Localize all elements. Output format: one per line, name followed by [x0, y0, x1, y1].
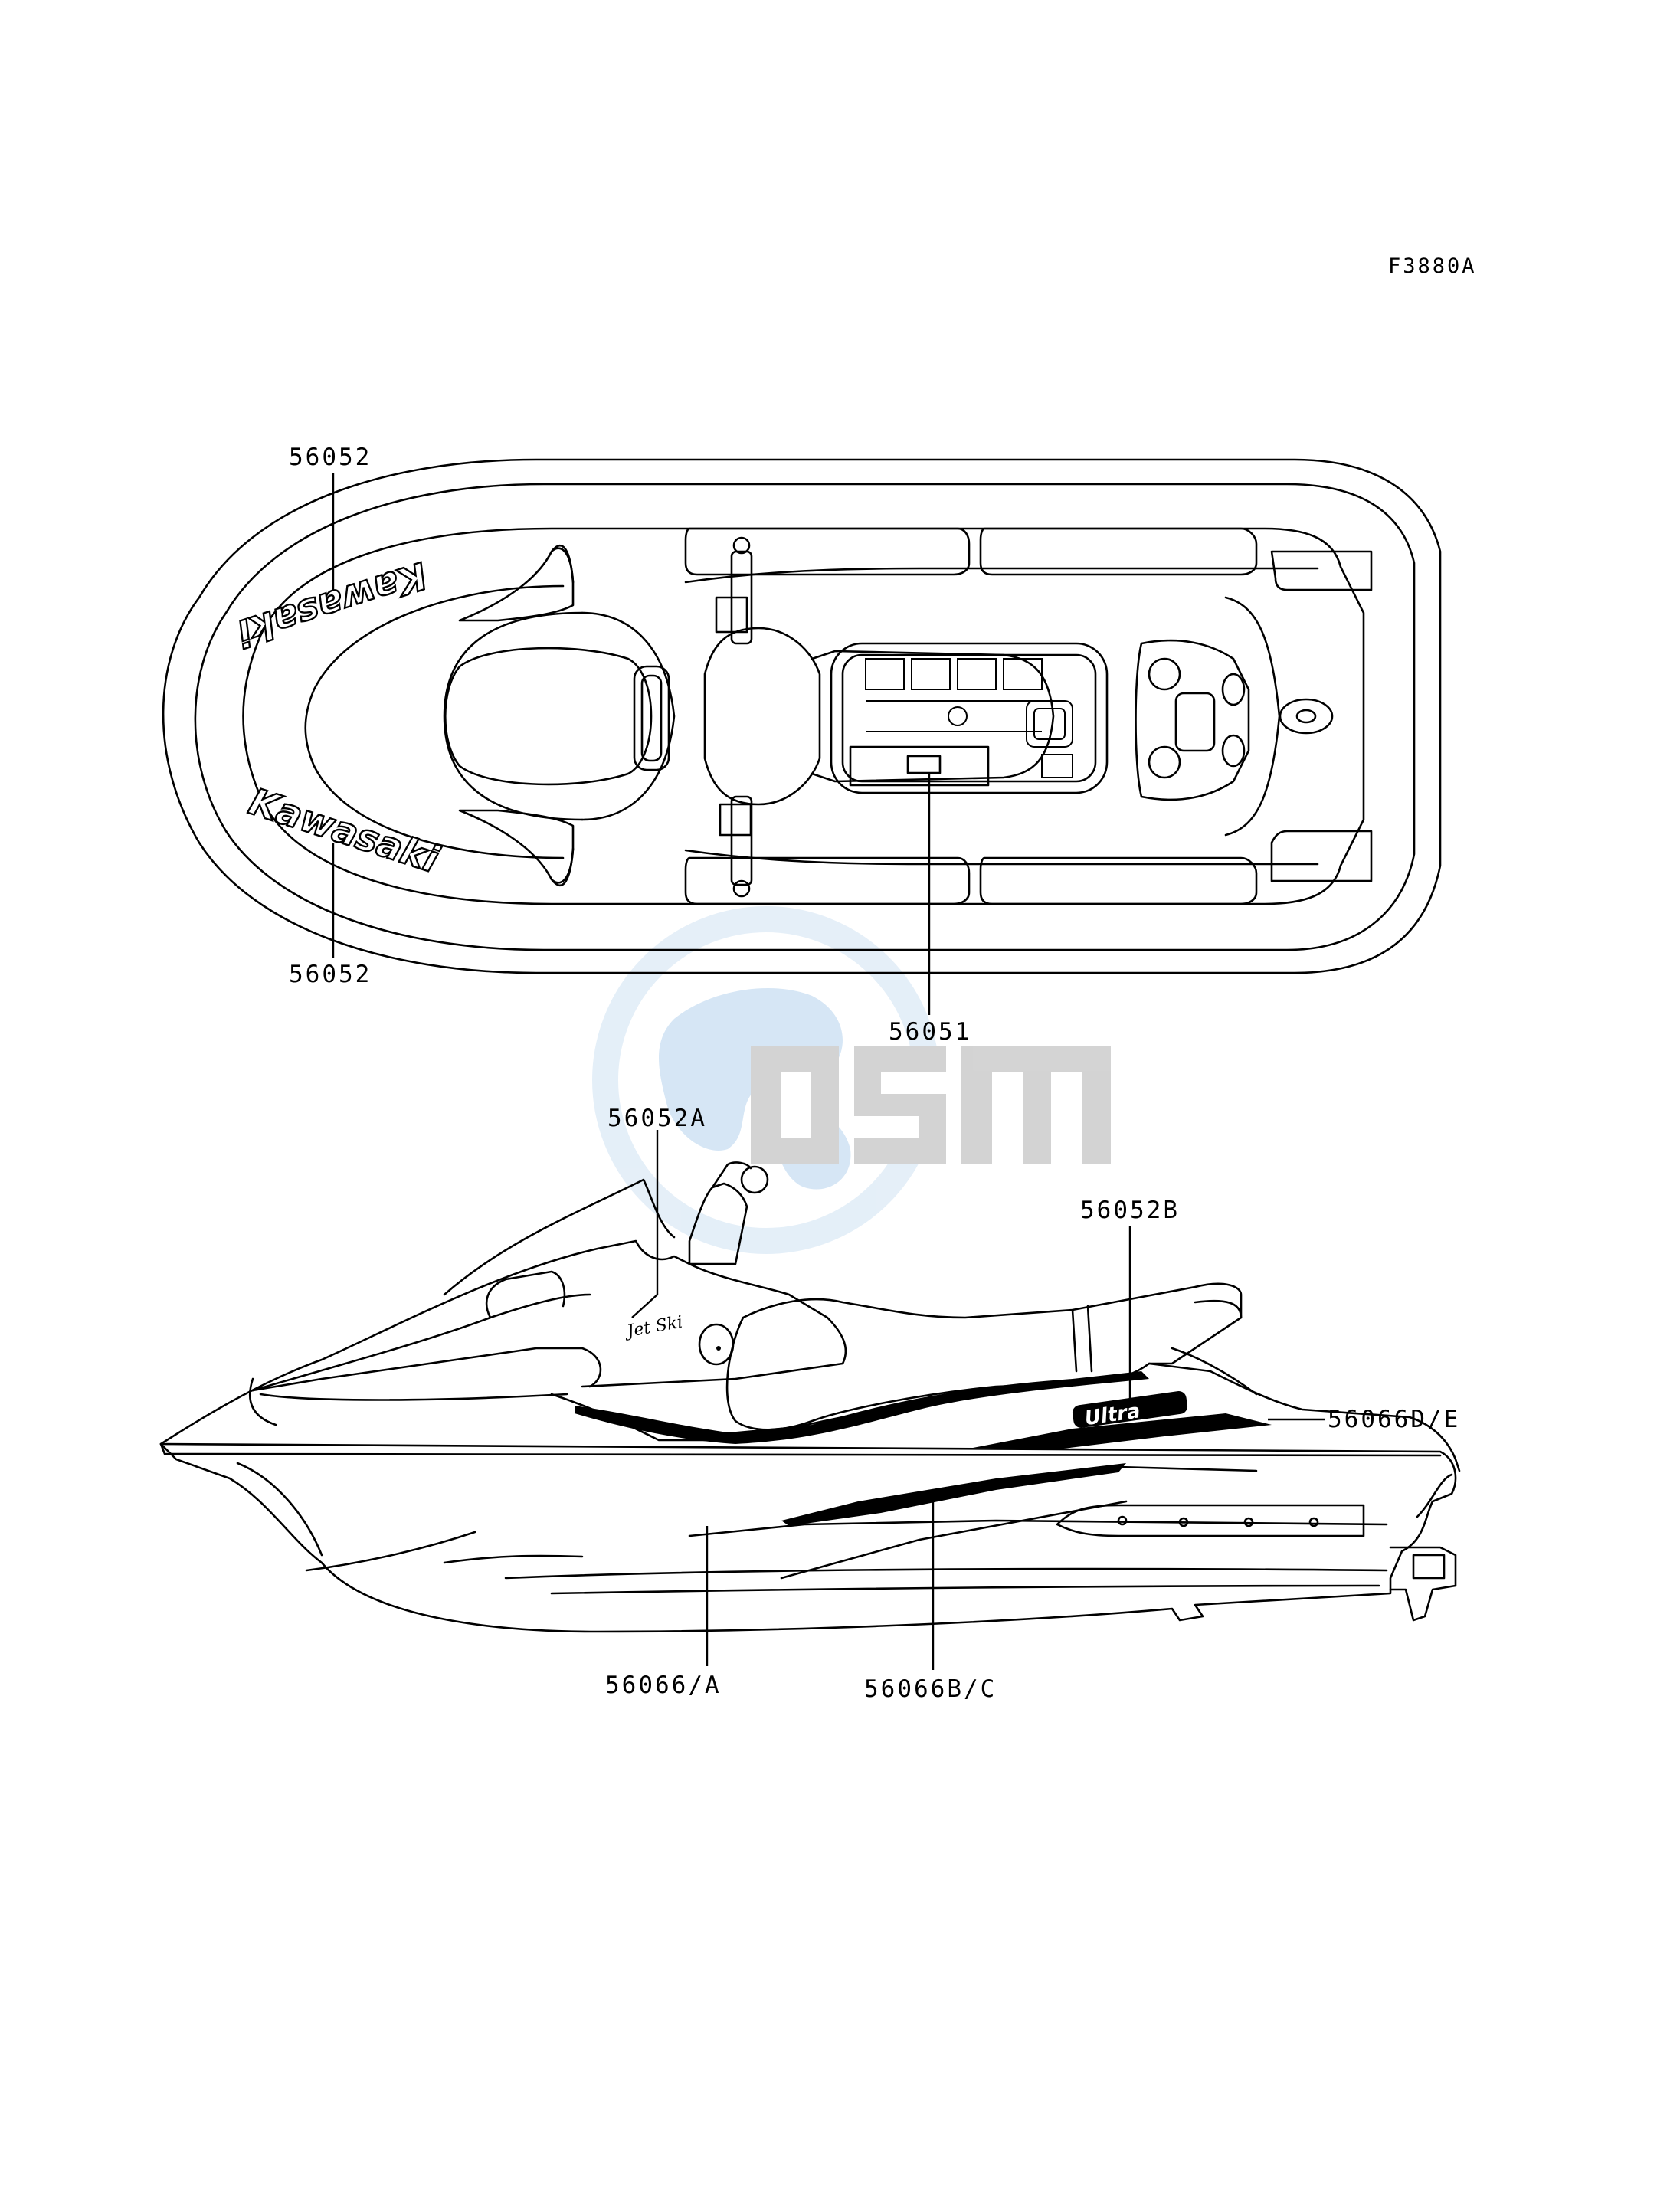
side-rear-deck — [1148, 1362, 1461, 1472]
top-rear-deck — [1135, 639, 1250, 801]
top-handle-grip-lower — [730, 795, 753, 886]
watermark-letter-s — [854, 1046, 946, 1164]
decal-hull-56066BC — [781, 1463, 1126, 1526]
figure-code: F3880A — [1388, 254, 1477, 278]
side-view-jetski: Jet Ski Ultra — [159, 1130, 1461, 1670]
top-hull-outer — [162, 458, 1442, 974]
side-handle-grip — [740, 1165, 769, 1194]
callout-56066BC: 56066B/C — [864, 1675, 997, 1703]
top-rear-hatch — [1279, 698, 1334, 735]
top-fin-upper — [458, 544, 575, 622]
top-engine-bay — [830, 642, 1109, 794]
watermark-letter-m — [961, 1046, 1111, 1164]
top-mat-lower-left — [684, 856, 971, 905]
side-fuel-cap — [698, 1323, 735, 1366]
callout-56052A: 56052A — [607, 1105, 707, 1132]
callout-56066A: 56066/A — [605, 1671, 722, 1699]
callout-56052-lower: 56052 — [289, 961, 372, 988]
callout-56052B: 56052B — [1080, 1197, 1180, 1224]
top-seat — [444, 647, 653, 786]
top-engine-label-plate — [849, 745, 990, 787]
side-rub-rail — [1056, 1504, 1365, 1537]
top-hull-inner — [194, 483, 1416, 951]
side-jet-nozzle — [1389, 1546, 1457, 1622]
decal-side-56066 — [575, 1371, 1149, 1444]
top-throttle-box — [715, 596, 748, 634]
decal-brand-lower: Kawasaki — [243, 779, 444, 882]
top-front-cowl — [304, 584, 565, 859]
top-mat-upper-left — [684, 527, 971, 576]
side-handlebar — [688, 1182, 748, 1265]
side-front-cowl — [159, 1239, 847, 1446]
callout-56066DE: 56066D/E — [1328, 1406, 1460, 1433]
top-step-pad — [633, 665, 670, 771]
callout-56052-upper: 56052 — [289, 444, 372, 471]
top-deck-outline — [242, 527, 1365, 905]
side-hull — [159, 1442, 1457, 1633]
svg-text:Kawasaki: Kawasaki — [244, 780, 444, 881]
side-hull-stripe — [504, 1567, 1388, 1580]
decal-rear-56066DE — [973, 1413, 1272, 1449]
top-seat-body — [811, 650, 1055, 783]
callout-56051: 56051 — [889, 1018, 971, 1046]
top-fin-lower — [458, 809, 575, 887]
watermark-logo — [592, 906, 1111, 1254]
top-handlebar — [703, 627, 821, 806]
